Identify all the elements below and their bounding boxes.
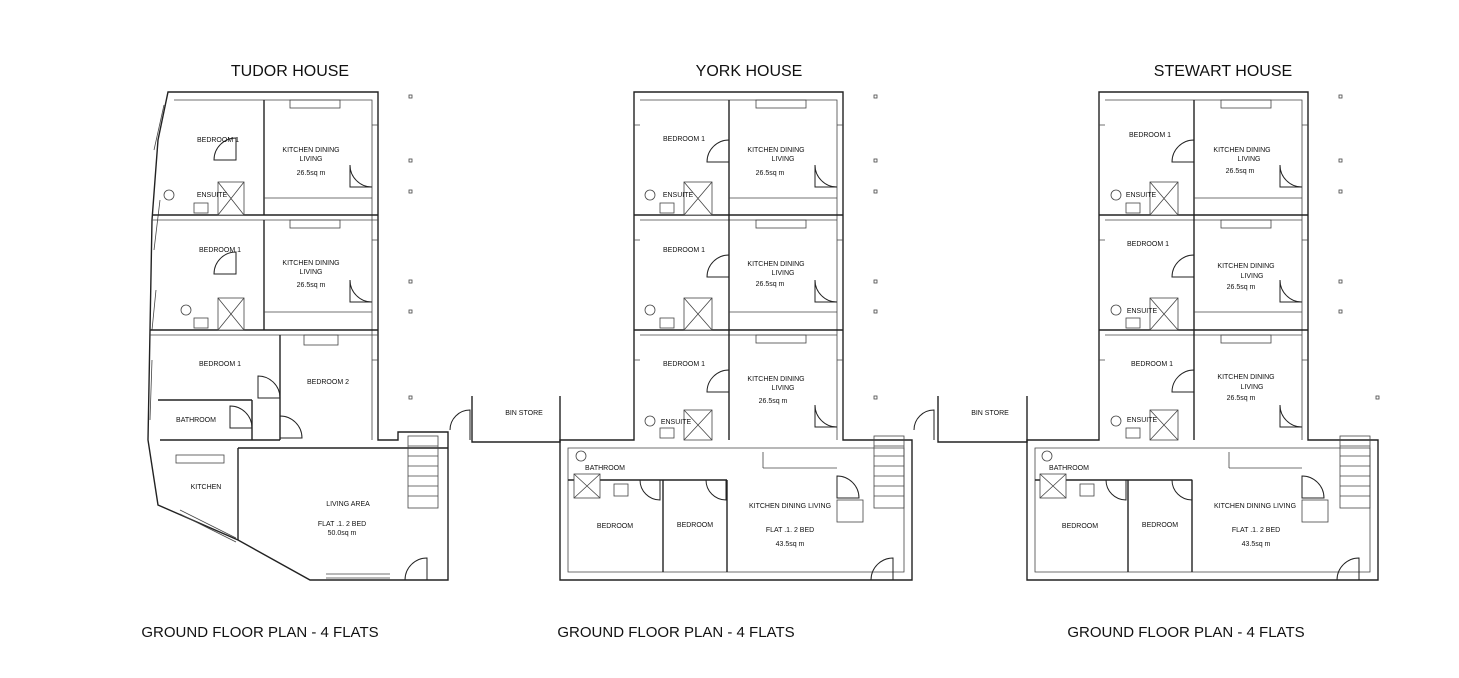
room-label: KITCHEN DINING [282, 260, 339, 267]
room-label: BEDROOM 1 [197, 137, 239, 144]
room-area: 26.5sq m [297, 170, 326, 177]
stewart-house-plan: STEWART HOUSE [1026, 63, 1379, 641]
room-label: BEDROOM 2 [307, 379, 349, 386]
room-label: KITCHEN DINING LIVING [1214, 503, 1296, 510]
room-label: KITCHEN DINING [1213, 147, 1270, 154]
tudor-door [229, 405, 253, 429]
room-label: LIVING [1241, 384, 1264, 391]
room-label: ENSUITE [1126, 192, 1157, 199]
tudor-door [349, 279, 373, 303]
room-label: KITCHEN [191, 484, 222, 491]
tudor-inner-wall [174, 99, 373, 440]
flat-label: FLAT .1. 2 BED [318, 521, 366, 528]
room-label: BEDROOM [597, 523, 633, 530]
room-label: KITCHEN DINING LIVING [749, 503, 831, 510]
stewart-house-title: STEWART HOUSE [1154, 63, 1292, 80]
room-label: LIVING [772, 156, 795, 163]
stewart-entrance-door [1336, 557, 1360, 581]
tudor-stairs [407, 435, 439, 509]
tudor-wc-1 [163, 189, 175, 201]
room-label: ENSUITE [663, 192, 694, 199]
york-stairs [873, 435, 905, 509]
room-label: ENSUITE [1127, 417, 1158, 424]
room-label: BATHROOM [176, 417, 216, 424]
room-label: BEDROOM 1 [1131, 361, 1173, 368]
room-label: ENSUITE [197, 192, 228, 199]
tudor-door [349, 164, 373, 188]
tudor-door [257, 375, 281, 399]
york-outer-wall [559, 91, 913, 581]
bin-store-label: BIN STORE [971, 410, 1009, 417]
grid-markers [408, 94, 1380, 400]
room-label: LIVING [300, 269, 323, 276]
room-area: 43.5sq m [776, 541, 805, 548]
room-label: ENSUITE [1127, 308, 1158, 315]
stewart-house-caption: GROUND FLOOR PLAN - 4 FLATS [1067, 624, 1304, 641]
room-label: LIVING AREA [326, 501, 370, 508]
room-area: 26.5sq m [1227, 284, 1256, 291]
tudor-house-caption: GROUND FLOOR PLAN - 4 FLATS [141, 624, 378, 641]
room-area: 26.5sq m [297, 282, 326, 289]
tudor-house-plan: TUDOR HOUSE [141, 63, 471, 641]
room-label: BEDROOM 1 [663, 136, 705, 143]
room-area: 26.5sq m [756, 281, 785, 288]
room-label: BEDROOM [1142, 522, 1178, 529]
tudor-door [213, 251, 237, 275]
room-label: KITCHEN DINING [1217, 374, 1274, 381]
room-area: 43.5sq m [1242, 541, 1271, 548]
tudor-entrance-door [404, 557, 428, 581]
room-label: KITCHEN DINING [747, 261, 804, 268]
room-label: ENSUITE [661, 419, 692, 426]
york-entrance-door [870, 557, 894, 581]
stewart-stairs [1339, 435, 1371, 509]
room-label: BEDROOM 1 [1127, 241, 1169, 248]
room-area: 26.5sq m [756, 170, 785, 177]
room-area: 50.0sq m [328, 530, 357, 537]
room-label: BEDROOM 1 [663, 247, 705, 254]
room-label: KITCHEN DINING [747, 376, 804, 383]
bin-store-1: BIN STORE [471, 396, 561, 443]
room-label: LIVING [772, 270, 795, 277]
york-house-plan: YORK HOUSE [557, 63, 913, 641]
tudor-door [279, 415, 303, 439]
york-house-caption: GROUND FLOOR PLAN - 4 FLATS [557, 624, 794, 641]
tudor-house-title: TUDOR HOUSE [231, 63, 349, 80]
flat-label: FLAT .1. 2 BED [1232, 527, 1280, 534]
room-label: BEDROOM [1062, 523, 1098, 530]
york-house-title: YORK HOUSE [696, 63, 803, 80]
room-area: 26.5sq m [1227, 395, 1256, 402]
room-label: BEDROOM 1 [1129, 132, 1171, 139]
flat-label: FLAT .1. 2 BED [766, 527, 814, 534]
room-label: BATHROOM [585, 465, 625, 472]
room-label: BEDROOM 1 [199, 361, 241, 368]
room-label: LIVING [772, 385, 795, 392]
stewart-outer-wall [1026, 91, 1379, 581]
room-label: KITCHEN DINING [282, 147, 339, 154]
bin-store-2: BIN STORE [913, 396, 1028, 443]
room-label: KITCHEN DINING [1217, 263, 1274, 270]
tudor-wc-2 [180, 304, 192, 316]
room-label: BATHROOM [1049, 465, 1089, 472]
room-label: BEDROOM 1 [663, 361, 705, 368]
room-label: LIVING [1238, 156, 1261, 163]
room-area: 26.5sq m [1226, 168, 1255, 175]
tudor-outer-wall [147, 91, 449, 581]
room-label: BEDROOM 1 [199, 247, 241, 254]
room-label: LIVING [1241, 273, 1264, 280]
bin-store-label: BIN STORE [505, 410, 543, 417]
room-label: BEDROOM [677, 522, 713, 529]
room-label: KITCHEN DINING [747, 147, 804, 154]
tudor-door [213, 137, 237, 161]
room-label: LIVING [300, 156, 323, 163]
room-area: 26.5sq m [759, 398, 788, 405]
tudor-west-windows [149, 104, 165, 421]
